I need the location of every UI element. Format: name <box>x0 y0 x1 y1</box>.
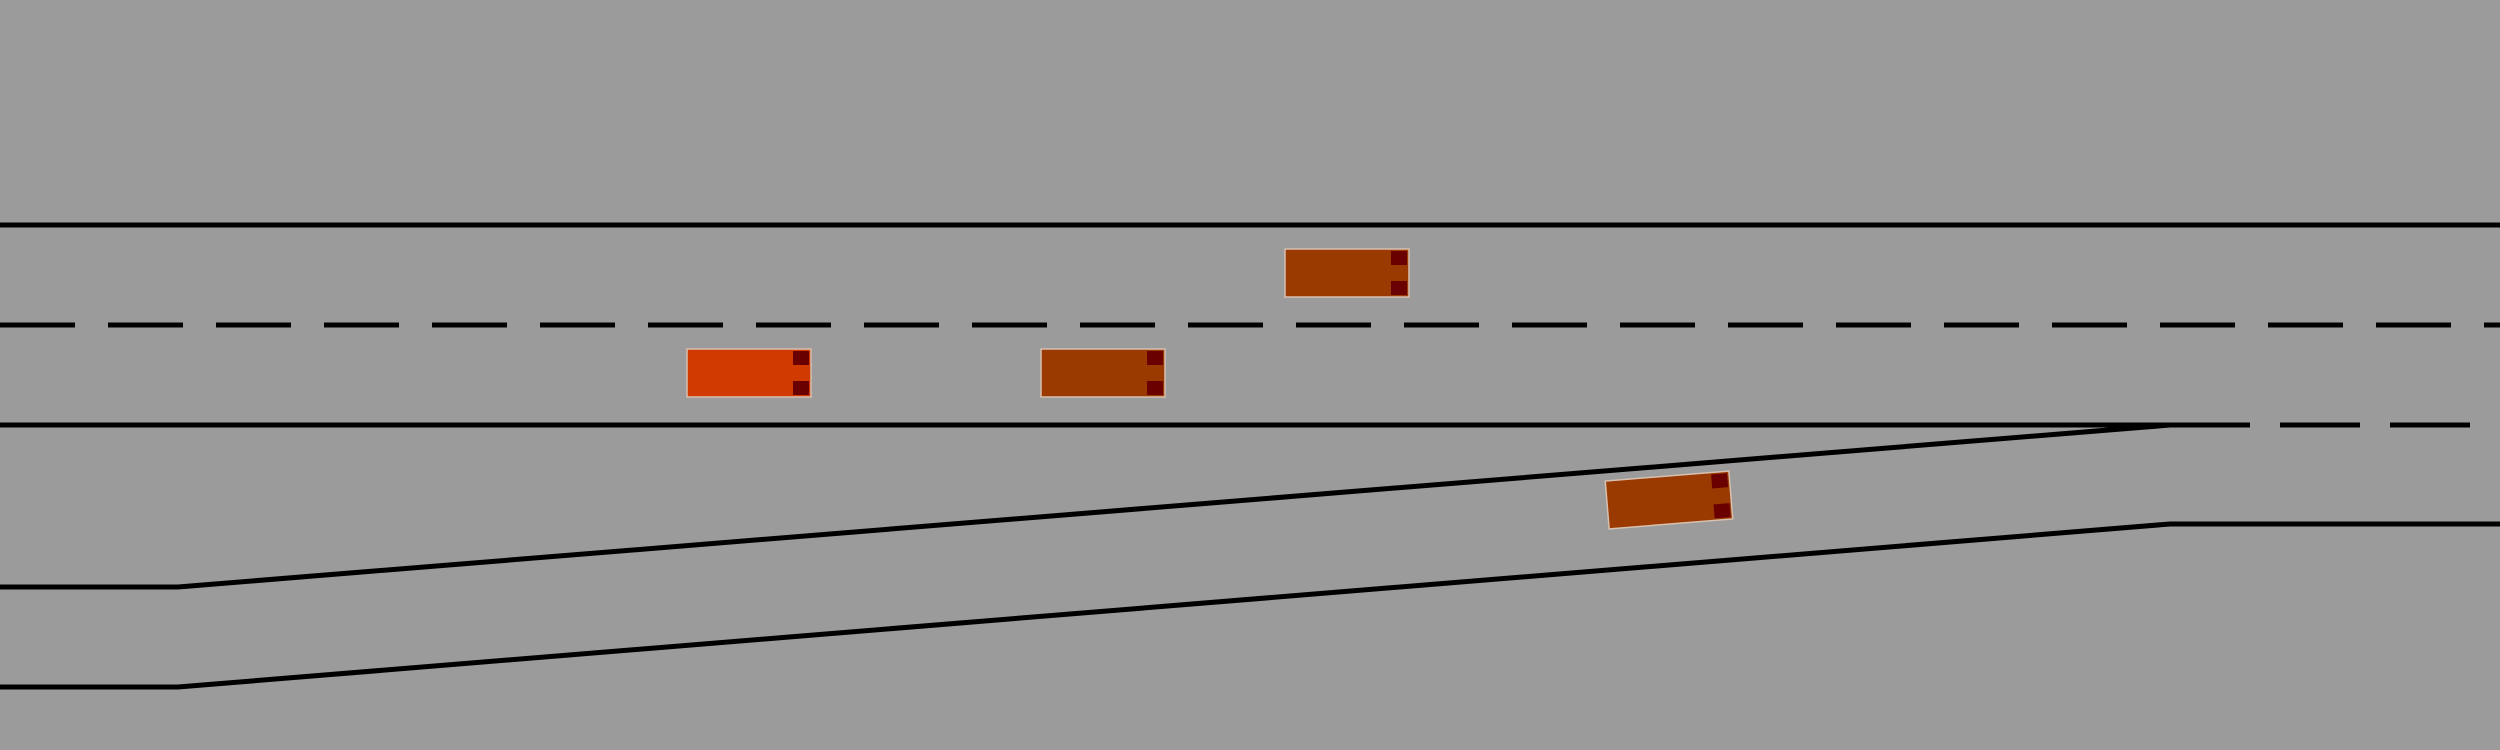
headlight-right <box>1713 503 1731 519</box>
lane-markings <box>0 222 2500 690</box>
headlight-right <box>793 381 809 395</box>
headlight-left <box>1147 351 1163 365</box>
headlight-left <box>1711 473 1729 489</box>
car-body <box>686 348 812 398</box>
ego-vehicle <box>686 348 812 398</box>
car-body <box>1284 248 1410 298</box>
traffic-car <box>1040 348 1166 398</box>
car-body <box>1604 470 1734 530</box>
merge-ramp-upper-edge <box>0 422 2171 590</box>
traffic-car <box>1284 248 1410 298</box>
headlight-right <box>1147 381 1163 395</box>
headlight-left <box>1391 251 1407 265</box>
merging-car <box>1604 470 1734 530</box>
merge-ramp-lower-edge <box>0 521 2500 690</box>
car-body <box>1040 348 1166 398</box>
headlight-left <box>793 351 809 365</box>
headlight-right <box>1391 281 1407 295</box>
